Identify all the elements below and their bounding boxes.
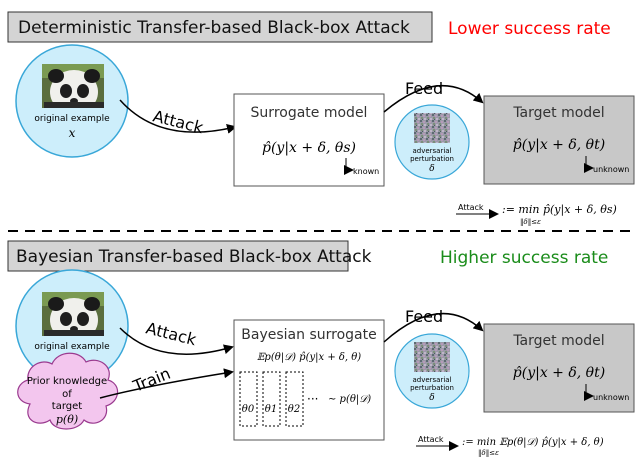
top-known-pointer xyxy=(344,158,354,175)
bottom-train-arrow xyxy=(99,368,234,399)
bottom-section: Bayesian Transfer-based Black-box Attack… xyxy=(7,240,635,457)
top-original-example: original example x xyxy=(15,44,129,158)
bottom-legend-attack: Attack xyxy=(418,435,444,444)
top-surrogate-formula: p̂(y|x + δ, θs) xyxy=(262,140,356,156)
bottom-attack-arrow xyxy=(119,327,234,355)
bottom-target-title: Target model xyxy=(512,333,604,349)
bottom-original-label: original example xyxy=(34,342,110,352)
bottom-perturbation: adversarial perturbation δ xyxy=(394,333,470,409)
bottom-train-label: Train xyxy=(129,364,173,396)
top-rate: Lower success rate xyxy=(448,19,611,39)
top-attack-arrow xyxy=(119,99,237,134)
prior-line4: p(θ) xyxy=(56,413,78,426)
bottom-title-box xyxy=(7,240,349,272)
bottom-target-formula: p̂(y|x + δ, θt) xyxy=(513,365,605,381)
top-pert-var: δ xyxy=(429,164,434,174)
top-original-var: x xyxy=(69,126,76,140)
bottom-title: Bayesian Transfer-based Black-box Attack xyxy=(16,247,372,267)
bottom-legend: Attack := min 𝔼p(θ|𝒟) p̂(y|x + δ, θ) ‖δ‖… xyxy=(416,435,604,457)
bottom-original-example: original example x xyxy=(15,269,129,383)
bayesian-surrogate-title: Bayesian surrogate xyxy=(241,327,376,343)
top-target-title: Target model xyxy=(512,105,604,121)
sample-dots: ··· xyxy=(307,392,318,406)
sample-label-1: θ1 xyxy=(265,404,277,415)
top-pert-line2: perturbation xyxy=(410,155,454,163)
bayesian-surrogate-box: Bayesian surrogate 𝔼p(θ|𝒟) p̂(y|x + δ, θ… xyxy=(233,319,385,441)
bottom-legend-formula: := min 𝔼p(θ|𝒟) p̂(y|x + δ, θ) xyxy=(462,437,604,448)
bottom-attack-label: Attack xyxy=(144,318,199,349)
panda-image xyxy=(42,292,104,336)
bottom-feed-arrow xyxy=(383,312,484,343)
prior-line3: target xyxy=(52,401,82,412)
top-target-formula: p̂(y|x + δ, θt) xyxy=(513,137,605,153)
top-legend-formula: := min p̂(y|x + δ, θs) xyxy=(502,203,617,217)
top-target-box: Target model p̂(y|x + δ, θt) unknown xyxy=(483,95,635,185)
prior-knowledge-cloud: Prior knowledge of target p(θ) xyxy=(17,352,119,430)
sample-box-1 xyxy=(262,371,281,427)
panda-image xyxy=(42,64,104,108)
prior-line1: Prior knowledge xyxy=(27,376,107,387)
sample-box-2 xyxy=(285,371,304,427)
top-unknown-label: unknown xyxy=(593,165,629,174)
bottom-feed-label: Feed xyxy=(405,307,443,326)
top-legend: Attack := min p̂(y|x + δ, θs) ‖δ‖≤ε xyxy=(456,203,617,226)
sample-label-0: θ0 xyxy=(242,404,255,415)
bottom-unknown-label: unknown xyxy=(593,393,629,402)
top-legend-attack: Attack xyxy=(458,203,484,212)
top-pert-line1: adversarial xyxy=(412,147,451,155)
top-section: Deterministic Transfer-based Black-box A… xyxy=(7,11,635,226)
top-title-box xyxy=(7,11,433,43)
sample-label-2: θ2 xyxy=(288,404,300,415)
bottom-rate: Higher success rate xyxy=(440,248,608,268)
bottom-target-box: Target model p̂(y|x + δ, θt) unknown xyxy=(483,323,635,413)
top-title: Deterministic Transfer-based Black-box A… xyxy=(18,18,410,38)
bottom-pert-line1: adversarial xyxy=(412,376,451,384)
top-unknown-pointer xyxy=(584,156,594,173)
prior-line2: of xyxy=(62,389,72,400)
bottom-unknown-pointer xyxy=(584,384,594,401)
top-attack-label: Attack xyxy=(151,106,206,137)
noise-image xyxy=(414,113,450,143)
top-surrogate-title: Surrogate model xyxy=(251,105,368,121)
top-feed-label: Feed xyxy=(405,79,443,98)
sample-box-0 xyxy=(239,371,258,427)
noise-image xyxy=(414,342,450,372)
bottom-legend-sub: ‖δ‖≤ε xyxy=(478,449,499,457)
top-surrogate-box: Surrogate model p̂(y|x + δ, θs) known xyxy=(233,93,385,187)
top-perturbation: adversarial perturbation δ xyxy=(394,104,470,180)
top-original-label: original example xyxy=(34,114,110,124)
bayesian-surrogate-formula: 𝔼p(θ|𝒟) p̂(y|x + δ, θ) xyxy=(257,352,361,363)
bottom-pert-var: δ xyxy=(429,393,434,403)
bottom-pert-line2: perturbation xyxy=(410,384,454,392)
top-known-label: known xyxy=(353,167,379,176)
top-feed-arrow xyxy=(383,84,484,113)
top-legend-sub: ‖δ‖≤ε xyxy=(520,218,541,226)
sample-distribution: ∼ p(θ|𝒟) xyxy=(328,394,371,405)
